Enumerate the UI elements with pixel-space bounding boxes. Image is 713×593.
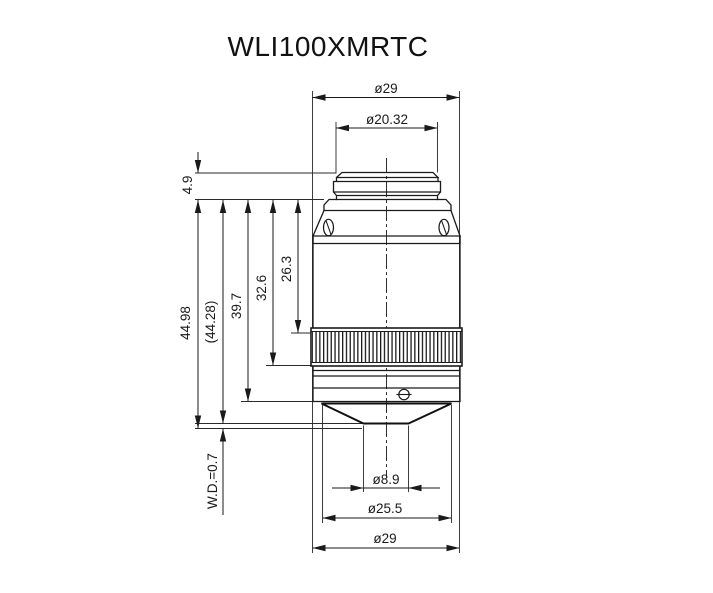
knurl-hatching	[312, 331, 461, 363]
label-thread-diameter: ø20.32	[366, 112, 408, 127]
label-working-distance: W.D.=0.7	[205, 453, 220, 509]
mounting-flange	[323, 198, 452, 212]
main-barrel	[312, 235, 461, 329]
label-parfocal-length: 44.98	[178, 306, 193, 340]
shoulder-screw-left-slot	[325, 220, 332, 235]
label-bottom-diameter: ø29	[373, 531, 396, 546]
label-thread-length: 4.9	[180, 176, 195, 195]
lower-barrel	[312, 365, 461, 403]
thread-mount	[332, 171, 442, 201]
label-flange-to-tip: (44.28)	[203, 301, 218, 344]
drawing-title: WLI100XMRTC	[227, 31, 428, 62]
set-screws	[322, 218, 450, 401]
nose-cone	[321, 402, 452, 425]
knurled-ring	[310, 327, 463, 367]
label-flange-to-knurl-top: 26.3	[279, 256, 294, 282]
objective-outline	[312, 171, 461, 403]
label-tip-diameter: ø8.9	[372, 472, 399, 487]
label-flange-to-nose: 39.7	[229, 293, 244, 319]
label-nose-diameter: ø25.5	[368, 501, 403, 516]
label-flange-to-knurl-bottom: 32.6	[254, 275, 269, 301]
dimension-labels: ø29 ø20.32 ø8.9 ø25.5 ø29 4.9 44.98 (44.…	[178, 81, 408, 546]
dimension-lines	[194, 94, 460, 552]
label-top-diameter: ø29	[374, 81, 397, 96]
extension-lines	[195, 91, 460, 553]
shoulder-screw-right-slot	[440, 220, 448, 235]
